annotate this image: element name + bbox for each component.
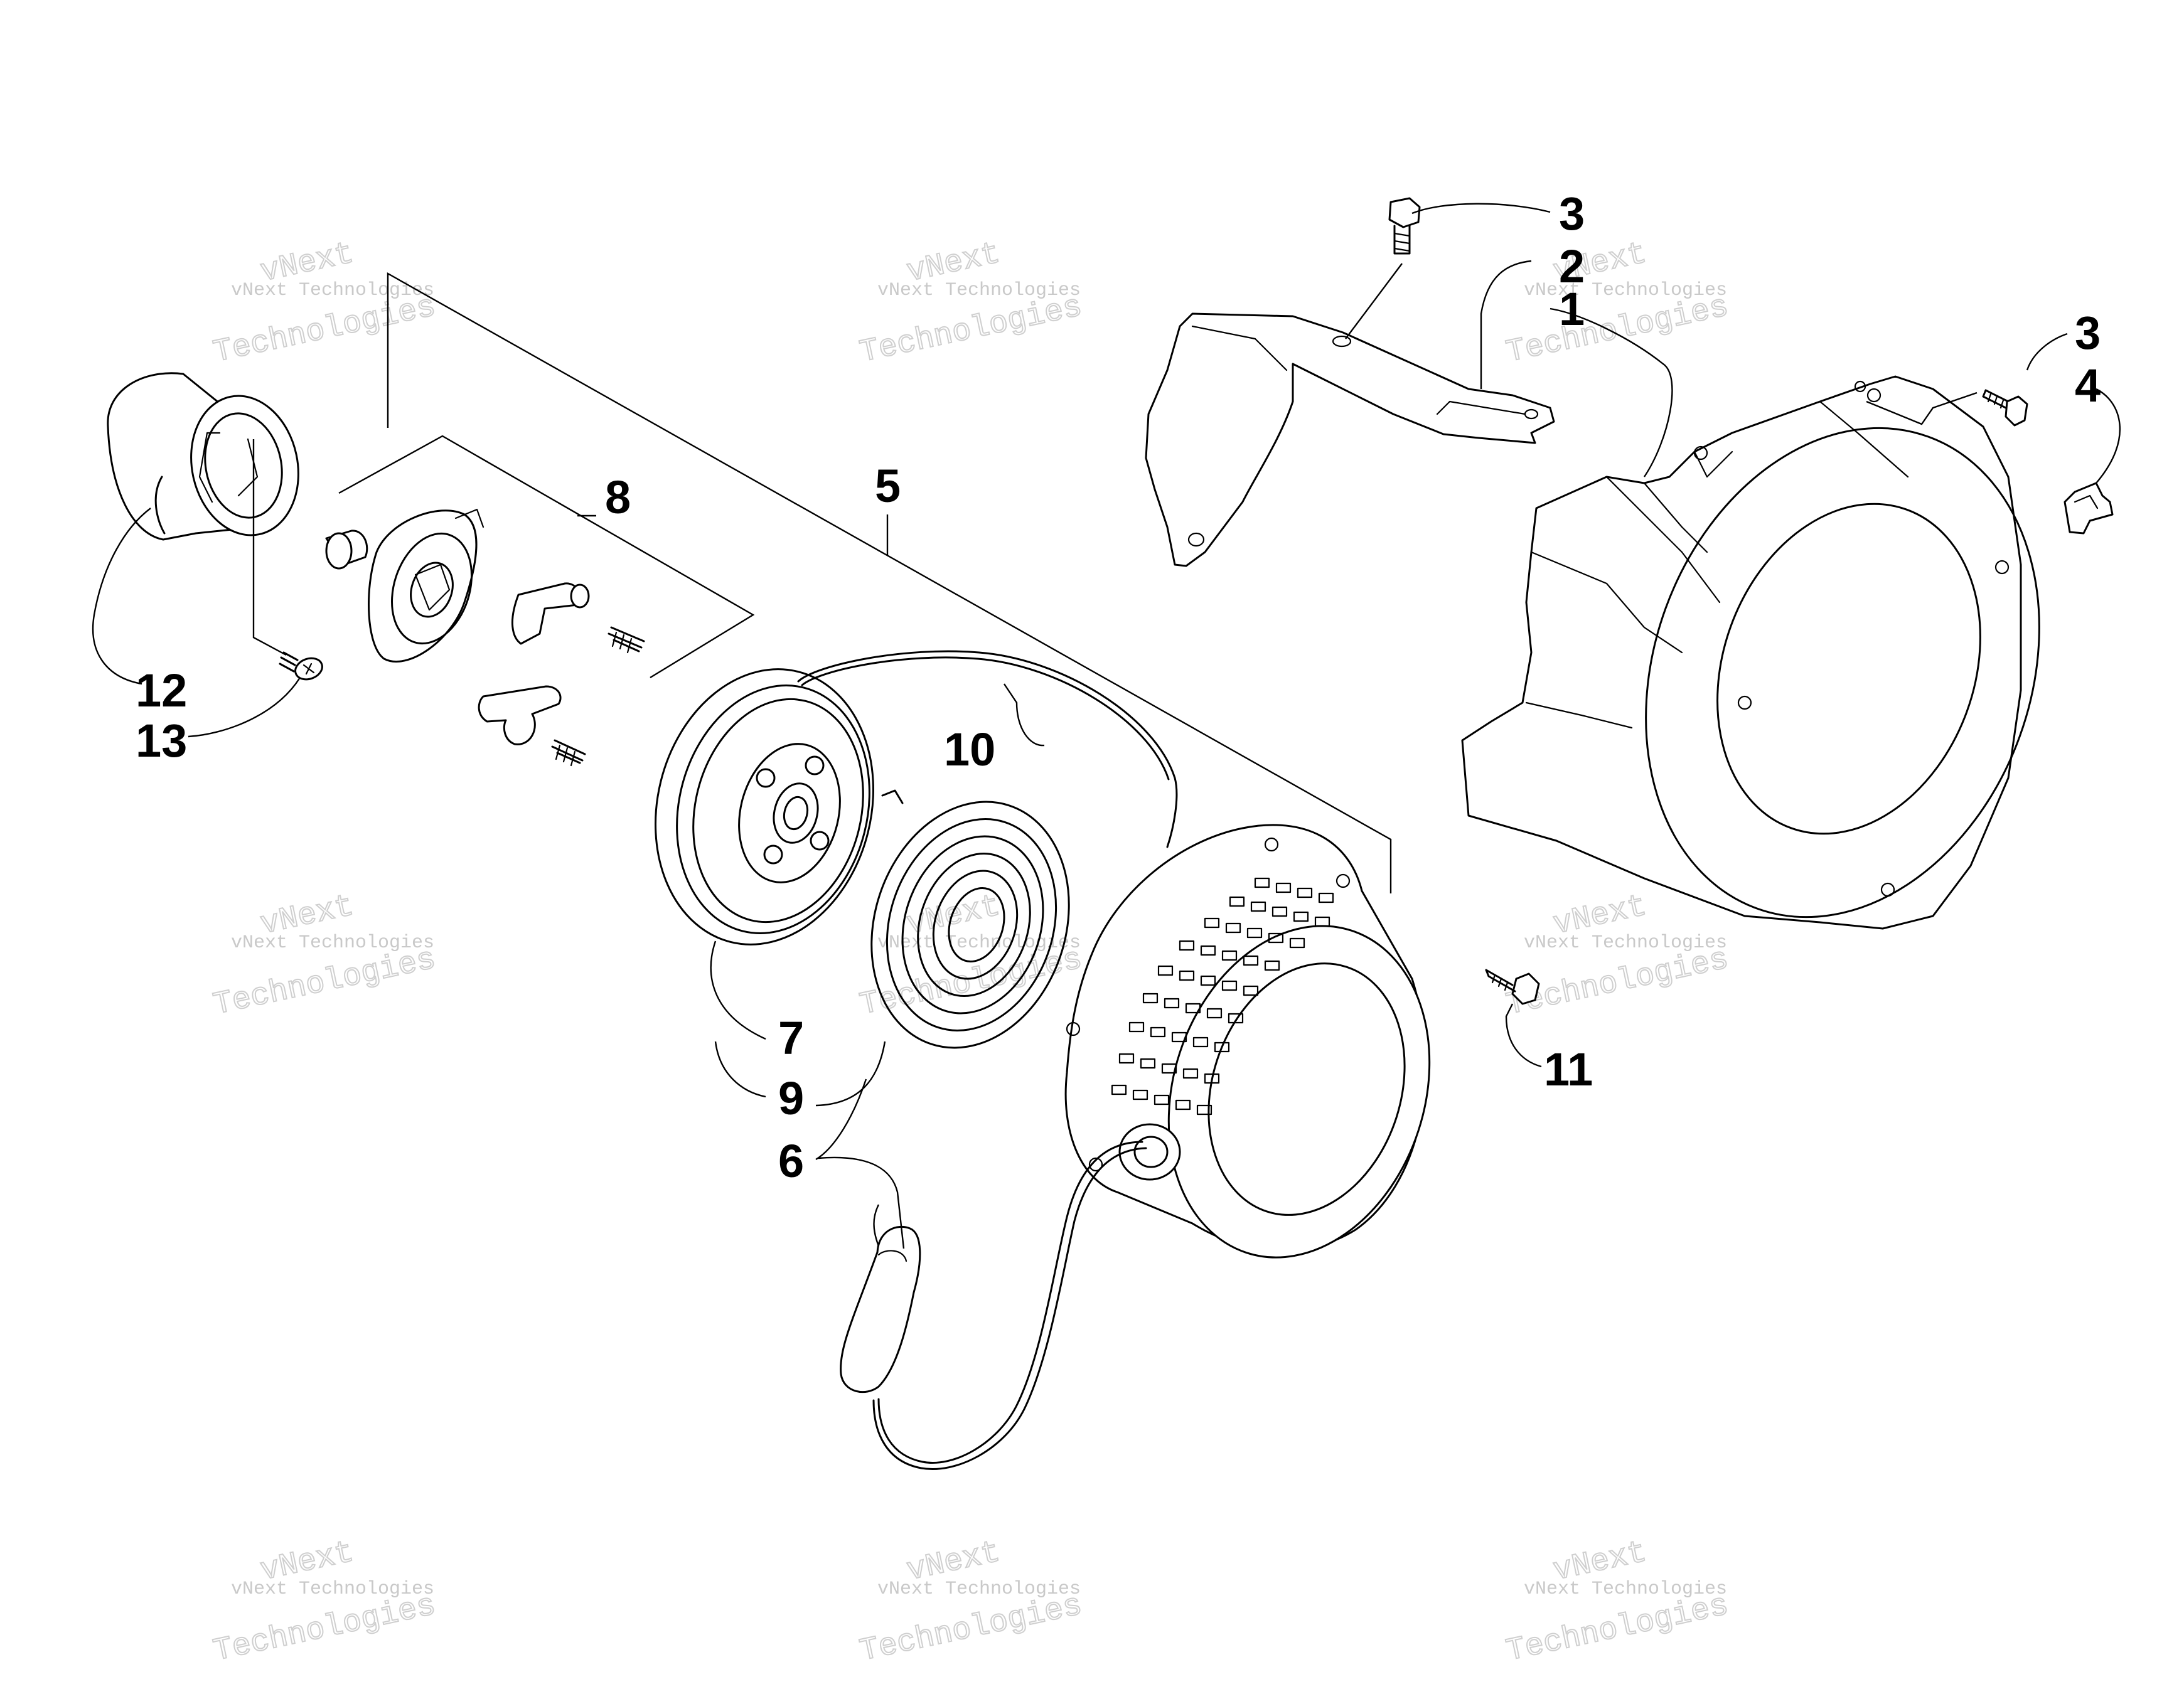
watermark: vNext vNext Technologies Technologies — [210, 235, 439, 371]
svg-text:Technologies: Technologies — [857, 289, 1085, 371]
svg-text:Technologies: Technologies — [210, 289, 439, 371]
recoil-housing — [1064, 824, 1431, 1259]
svg-text:vNext Technologies: vNext Technologies — [231, 1579, 434, 1600]
screw-icon — [279, 651, 323, 681]
watermark: vNext vNext Technologies Technologies — [856, 1534, 1086, 1670]
svg-text:Technologies: Technologies — [1503, 1588, 1732, 1670]
starter-rope — [797, 650, 1178, 848]
watermark: vNext vNext Technologies Technologies — [856, 235, 1086, 371]
svg-text:vNext Technologies: vNext Technologies — [231, 280, 434, 301]
svg-text:vNext Technologies: vNext Technologies — [1524, 280, 1727, 301]
part-labels: 3 2 1 3 4 8 5 12 13 10 7 9 6 11 — [136, 188, 2101, 1187]
svg-text:Technologies: Technologies — [210, 942, 439, 1024]
svg-text:Technologies: Technologies — [1503, 289, 1732, 371]
bolt-icon — [1388, 197, 1421, 255]
svg-text:Technologies: Technologies — [857, 1588, 1085, 1670]
part-label-3-right: 3 — [2075, 307, 2101, 359]
watermark-layer: vNext vNext Technologies Technologies vN… — [210, 235, 1732, 1670]
part-label-6: 6 — [778, 1135, 804, 1187]
part-label-1: 1 — [1559, 283, 1585, 335]
part-label-10: 10 — [944, 723, 995, 775]
clip-icon — [2064, 482, 2114, 535]
watermark: vNext vNext Technologies Technologies — [1502, 888, 1732, 1024]
fan-shroud — [1461, 375, 2040, 930]
part-label-11: 11 — [1544, 1043, 1593, 1095]
starter-cap — [107, 372, 323, 681]
assembly-brackets — [338, 272, 1392, 893]
part-label-2: 2 — [1559, 240, 1585, 292]
part-label-3-top: 3 — [1559, 188, 1585, 240]
watermark: vNext vNext Technologies Technologies — [1502, 235, 1732, 371]
part-label-13: 13 — [136, 715, 187, 767]
recoil-spring — [870, 789, 1070, 1049]
svg-text:vNext Technologies: vNext Technologies — [1524, 932, 1727, 954]
part-label-9: 9 — [778, 1072, 804, 1124]
mounting-bracket — [1145, 312, 1555, 567]
bolt-icon — [1485, 969, 1540, 1005]
vent-grid — [1111, 877, 1334, 1116]
bolt-icon — [1982, 389, 2028, 427]
svg-text:Technologies: Technologies — [210, 1588, 439, 1670]
part-label-7: 7 — [778, 1012, 804, 1064]
svg-text:vNext Technologies: vNext Technologies — [1524, 1579, 1727, 1600]
part-label-12: 12 — [136, 664, 187, 716]
watermark: vNext vNext Technologies Technologies — [1502, 1534, 1732, 1670]
pawl-assembly — [325, 508, 645, 767]
rope-pulley — [655, 668, 874, 946]
svg-text:vNext Technologies: vNext Technologies — [877, 1579, 1081, 1600]
watermark: vNext vNext Technologies Technologies — [210, 888, 439, 1024]
svg-text:vNext Technologies: vNext Technologies — [231, 932, 434, 954]
svg-text:vNext Technologies: vNext Technologies — [877, 932, 1081, 954]
part-label-8: 8 — [605, 471, 631, 523]
leader-lines — [92, 203, 2121, 1249]
watermark: vNext vNext Technologies Technologies — [210, 1534, 439, 1670]
svg-text:vNext Technologies: vNext Technologies — [877, 280, 1081, 301]
starter-handle — [840, 1141, 1147, 1470]
part-label-4: 4 — [2075, 360, 2101, 412]
part-label-5: 5 — [875, 460, 901, 512]
